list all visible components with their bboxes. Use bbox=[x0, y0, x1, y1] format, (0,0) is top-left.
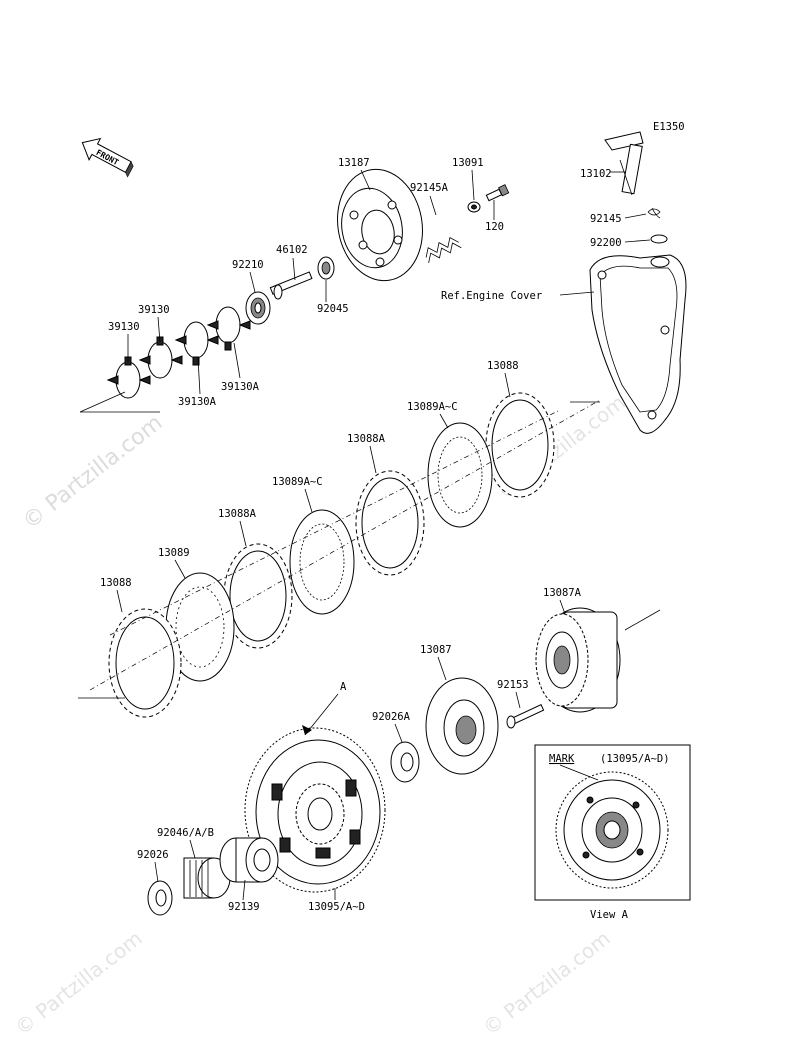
label-13089: 13089 bbox=[158, 547, 190, 559]
label-46102: 46102 bbox=[276, 244, 308, 256]
washer-92200 bbox=[650, 234, 668, 244]
friction-plate-13088-top bbox=[485, 392, 555, 498]
pressure-plate-13087 bbox=[425, 677, 499, 775]
label-13187: 13187 bbox=[338, 157, 370, 169]
label-13087: 13087 bbox=[420, 644, 452, 656]
washer-92026A bbox=[390, 741, 420, 783]
washer-92026 bbox=[147, 880, 173, 916]
callout-a: A bbox=[340, 681, 347, 693]
label-92200: 92200 bbox=[590, 237, 622, 249]
spring-92145 bbox=[647, 207, 661, 219]
plate-39130-b bbox=[138, 336, 183, 379]
view-a-box bbox=[534, 744, 691, 901]
plate-39130-a bbox=[106, 356, 151, 399]
watermark-bottom-right: © Partzilla.com bbox=[478, 926, 614, 1040]
label-92145: 92145 bbox=[590, 213, 622, 225]
label-13095AD: 13095/A~D bbox=[308, 901, 365, 913]
clutch-lever-shaft bbox=[604, 131, 644, 196]
front-arrow-icon: FRONT bbox=[81, 137, 134, 178]
label-120: 120 bbox=[485, 221, 504, 233]
pushrod-46102 bbox=[269, 271, 313, 300]
label-ref-engine-cover: Ref.Engine Cover bbox=[441, 290, 542, 302]
label-13088-top: 13088 bbox=[487, 360, 519, 372]
bolt-120 bbox=[485, 184, 510, 202]
label-92145A: 92145A bbox=[410, 182, 449, 194]
plate-39130A-a bbox=[174, 321, 219, 366]
label-39130A-bottom: 39130A bbox=[178, 396, 217, 408]
bearing-92210 bbox=[245, 291, 271, 325]
label-13089AC-mid: 13089A~C bbox=[272, 476, 323, 488]
label-92045: 92045 bbox=[317, 303, 349, 315]
bearing-92045 bbox=[317, 256, 335, 280]
watermark-bottom-left: © Partzilla.com bbox=[10, 926, 146, 1040]
label-13087A: 13087A bbox=[543, 587, 582, 599]
clutch-hub-13087A bbox=[535, 607, 621, 713]
steel-plate-13089AC-top bbox=[427, 422, 493, 528]
label-92046AB: 92046/A/B bbox=[157, 827, 214, 839]
label-92026: 92026 bbox=[137, 849, 169, 861]
view-a-label: View A bbox=[590, 909, 629, 921]
needle-bearing-92046 bbox=[183, 857, 231, 899]
sleeve-92139 bbox=[219, 837, 279, 883]
label-13102: 13102 bbox=[580, 168, 612, 180]
clutch-housing-13095 bbox=[244, 727, 386, 893]
watermark-left: © Partzilla.com bbox=[18, 411, 167, 535]
label-92210: 92210 bbox=[232, 259, 264, 271]
spring-92145A bbox=[425, 236, 462, 264]
label-13089AC-top: 13089A~C bbox=[407, 401, 458, 413]
label-39130A-right: 39130A bbox=[221, 381, 260, 393]
spring-holder-13091 bbox=[467, 201, 481, 213]
mark-ref-label: (13095/A~D) bbox=[600, 753, 670, 765]
label-13091: 13091 bbox=[452, 157, 484, 169]
label-92026A: 92026A bbox=[372, 711, 411, 723]
friction-plate-13088A-mid bbox=[223, 543, 293, 649]
steel-plate-13089AC-mid bbox=[289, 509, 355, 615]
label-92153: 92153 bbox=[497, 679, 529, 691]
mark-label: MARK bbox=[549, 753, 575, 765]
pressure-plate-13187 bbox=[337, 168, 423, 282]
diagram-code: E1350 bbox=[653, 121, 685, 133]
bolt-92153 bbox=[506, 704, 545, 729]
label-92139: 92139 bbox=[228, 901, 260, 913]
label-13088A-mid: 13088A bbox=[218, 508, 257, 520]
friction-plate-13088-bottom bbox=[108, 608, 182, 718]
plate-39130A-b bbox=[206, 306, 251, 351]
label-39130-left: 39130 bbox=[108, 321, 140, 333]
label-13088A-top: 13088A bbox=[347, 433, 386, 445]
engine-cover bbox=[589, 254, 687, 434]
label-13088-bottom: 13088 bbox=[100, 577, 132, 589]
label-39130-top: 39130 bbox=[138, 304, 170, 316]
friction-plate-13088A-top bbox=[355, 470, 425, 576]
